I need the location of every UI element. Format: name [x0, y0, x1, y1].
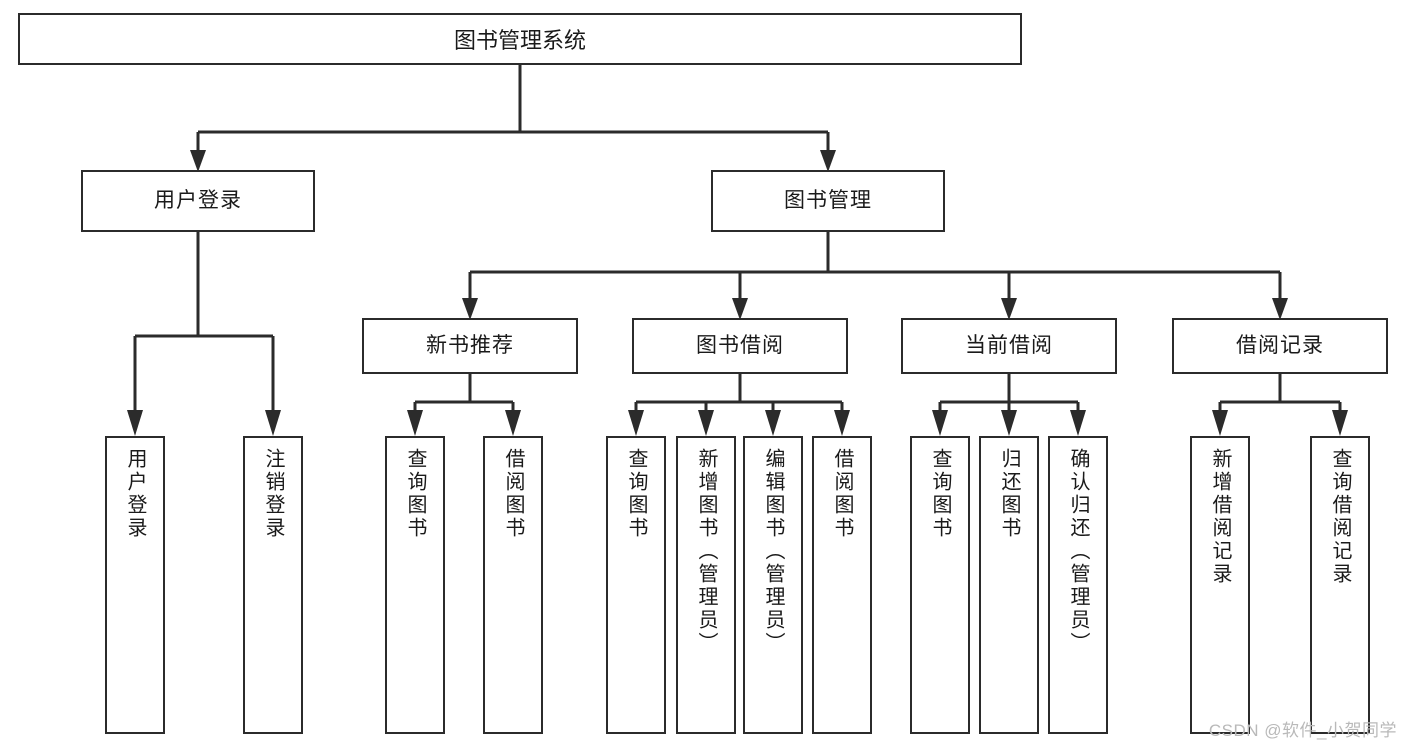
node-borrow-record-label: 借阅记录 [1236, 334, 1324, 358]
node-book-manage[interactable]: 图书管理 [711, 170, 945, 232]
node-leaf-edit-book-label: 编辑图书（管理员） [762, 448, 784, 655]
node-book-borrow[interactable]: 图书借阅 [632, 318, 848, 374]
node-leaf-add-book[interactable]: 新增图书（管理员） [676, 436, 736, 734]
node-leaf-query-book-1-label: 查询图书 [404, 448, 426, 540]
node-book-borrow-label: 图书借阅 [696, 334, 784, 358]
node-leaf-borrow-book-1-label: 借阅图书 [502, 448, 524, 540]
node-leaf-logout-login-label: 注销登录 [262, 448, 284, 540]
node-leaf-logout-login[interactable]: 注销登录 [243, 436, 303, 734]
node-leaf-query-record[interactable]: 查询借阅记录 [1310, 436, 1370, 734]
watermark: CSDN @软件_小贺同学 [1208, 721, 1397, 740]
node-borrow-record[interactable]: 借阅记录 [1172, 318, 1388, 374]
node-book-manage-label: 图书管理 [784, 189, 872, 213]
node-leaf-return-book-label: 归还图书 [998, 448, 1020, 540]
node-leaf-query-book-1[interactable]: 查询图书 [385, 436, 445, 734]
node-leaf-borrow-book-2-label: 借阅图书 [831, 448, 853, 540]
node-leaf-add-record-label: 新增借阅记录 [1209, 448, 1231, 586]
node-leaf-add-book-label: 新增图书（管理员） [695, 448, 717, 655]
node-user-login[interactable]: 用户登录 [81, 170, 315, 232]
node-leaf-query-book-2-label: 查询图书 [625, 448, 647, 540]
node-leaf-query-book-3-label: 查询图书 [929, 448, 951, 540]
node-leaf-borrow-book-2[interactable]: 借阅图书 [812, 436, 872, 734]
node-new-book-recommend-label: 新书推荐 [426, 334, 514, 358]
node-current-borrow[interactable]: 当前借阅 [901, 318, 1117, 374]
node-current-borrow-label: 当前借阅 [965, 334, 1053, 358]
node-leaf-query-record-label: 查询借阅记录 [1329, 448, 1351, 586]
node-root-label: 图书管理系统 [453, 28, 586, 53]
node-leaf-edit-book[interactable]: 编辑图书（管理员） [743, 436, 803, 734]
node-leaf-query-book-2[interactable]: 查询图书 [606, 436, 666, 734]
node-leaf-add-record[interactable]: 新增借阅记录 [1190, 436, 1250, 734]
node-root[interactable]: 图书管理系统 [18, 13, 1022, 65]
node-new-book-recommend[interactable]: 新书推荐 [362, 318, 578, 374]
node-user-login-label: 用户登录 [154, 189, 242, 213]
node-leaf-query-book-3[interactable]: 查询图书 [910, 436, 970, 734]
node-leaf-confirm-return-label: 确认归还（管理员） [1067, 448, 1089, 655]
node-leaf-borrow-book-1[interactable]: 借阅图书 [483, 436, 543, 734]
node-leaf-user-login[interactable]: 用户登录 [105, 436, 165, 734]
node-leaf-return-book[interactable]: 归还图书 [979, 436, 1039, 734]
node-leaf-user-login-label: 用户登录 [124, 448, 146, 540]
node-leaf-confirm-return[interactable]: 确认归还（管理员） [1048, 436, 1108, 734]
